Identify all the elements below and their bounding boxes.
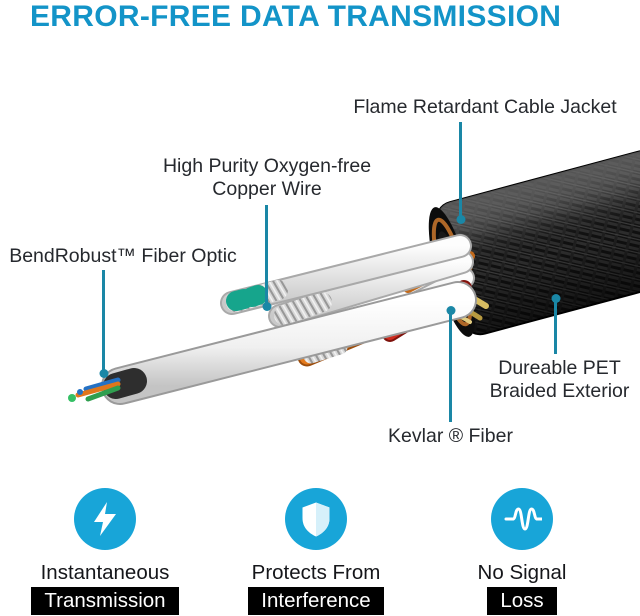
callout-label: Flame Retardant Cable Jacket — [353, 96, 617, 118]
feature-protects-from-interference: Protects From Interference — [212, 488, 420, 616]
tip-wires — [68, 377, 121, 402]
feature-line2: Loss — [487, 586, 557, 616]
callout-dot — [262, 302, 271, 311]
fiber-optic-tube — [101, 281, 477, 405]
callout-line — [99, 270, 108, 378]
lightning-icon — [74, 488, 136, 550]
callout-line — [551, 294, 560, 354]
callout-label: High Purity Oxygen-free Copper Wire — [162, 155, 372, 200]
feature-line1: Instantaneous — [40, 561, 170, 584]
shield-icon — [285, 488, 347, 550]
feature-label: Protects From Interference — [212, 560, 420, 616]
page-title: ERROR-FREE DATA TRANSMISSION — [30, 0, 562, 33]
feature-line2: Transmission — [31, 586, 179, 616]
callout-dot — [456, 215, 465, 224]
callout-label: Kevlar ® Fiber — [388, 425, 513, 447]
cable-jacket — [435, 137, 640, 336]
callout-line — [446, 306, 455, 422]
callout-line — [262, 205, 271, 311]
callout-label: Dureable PET Braided Exterior — [489, 357, 630, 402]
feature-line2: Interference — [248, 586, 384, 616]
signal-wave-icon — [491, 488, 553, 550]
feature-line1: Protects From — [251, 561, 381, 584]
callout-dot — [551, 294, 560, 303]
feature-instantaneous-transmission: Instantaneous Transmission — [0, 488, 210, 616]
callout-dot — [446, 306, 455, 315]
callout-dot — [99, 369, 108, 378]
feature-no-signal-loss: No Signal Loss — [422, 488, 622, 616]
callout-label: BendRobust™ Fiber Optic — [9, 245, 237, 267]
feature-label: No Signal Loss — [422, 560, 622, 616]
copper-strands — [403, 239, 475, 301]
feature-label: Instantaneous Transmission — [0, 560, 210, 616]
jacket-end-cap — [428, 207, 476, 337]
kevlar-strands — [430, 279, 489, 324]
feature-line1: No Signal — [477, 561, 567, 584]
inner-cables — [203, 234, 475, 377]
callout-line — [456, 122, 465, 224]
